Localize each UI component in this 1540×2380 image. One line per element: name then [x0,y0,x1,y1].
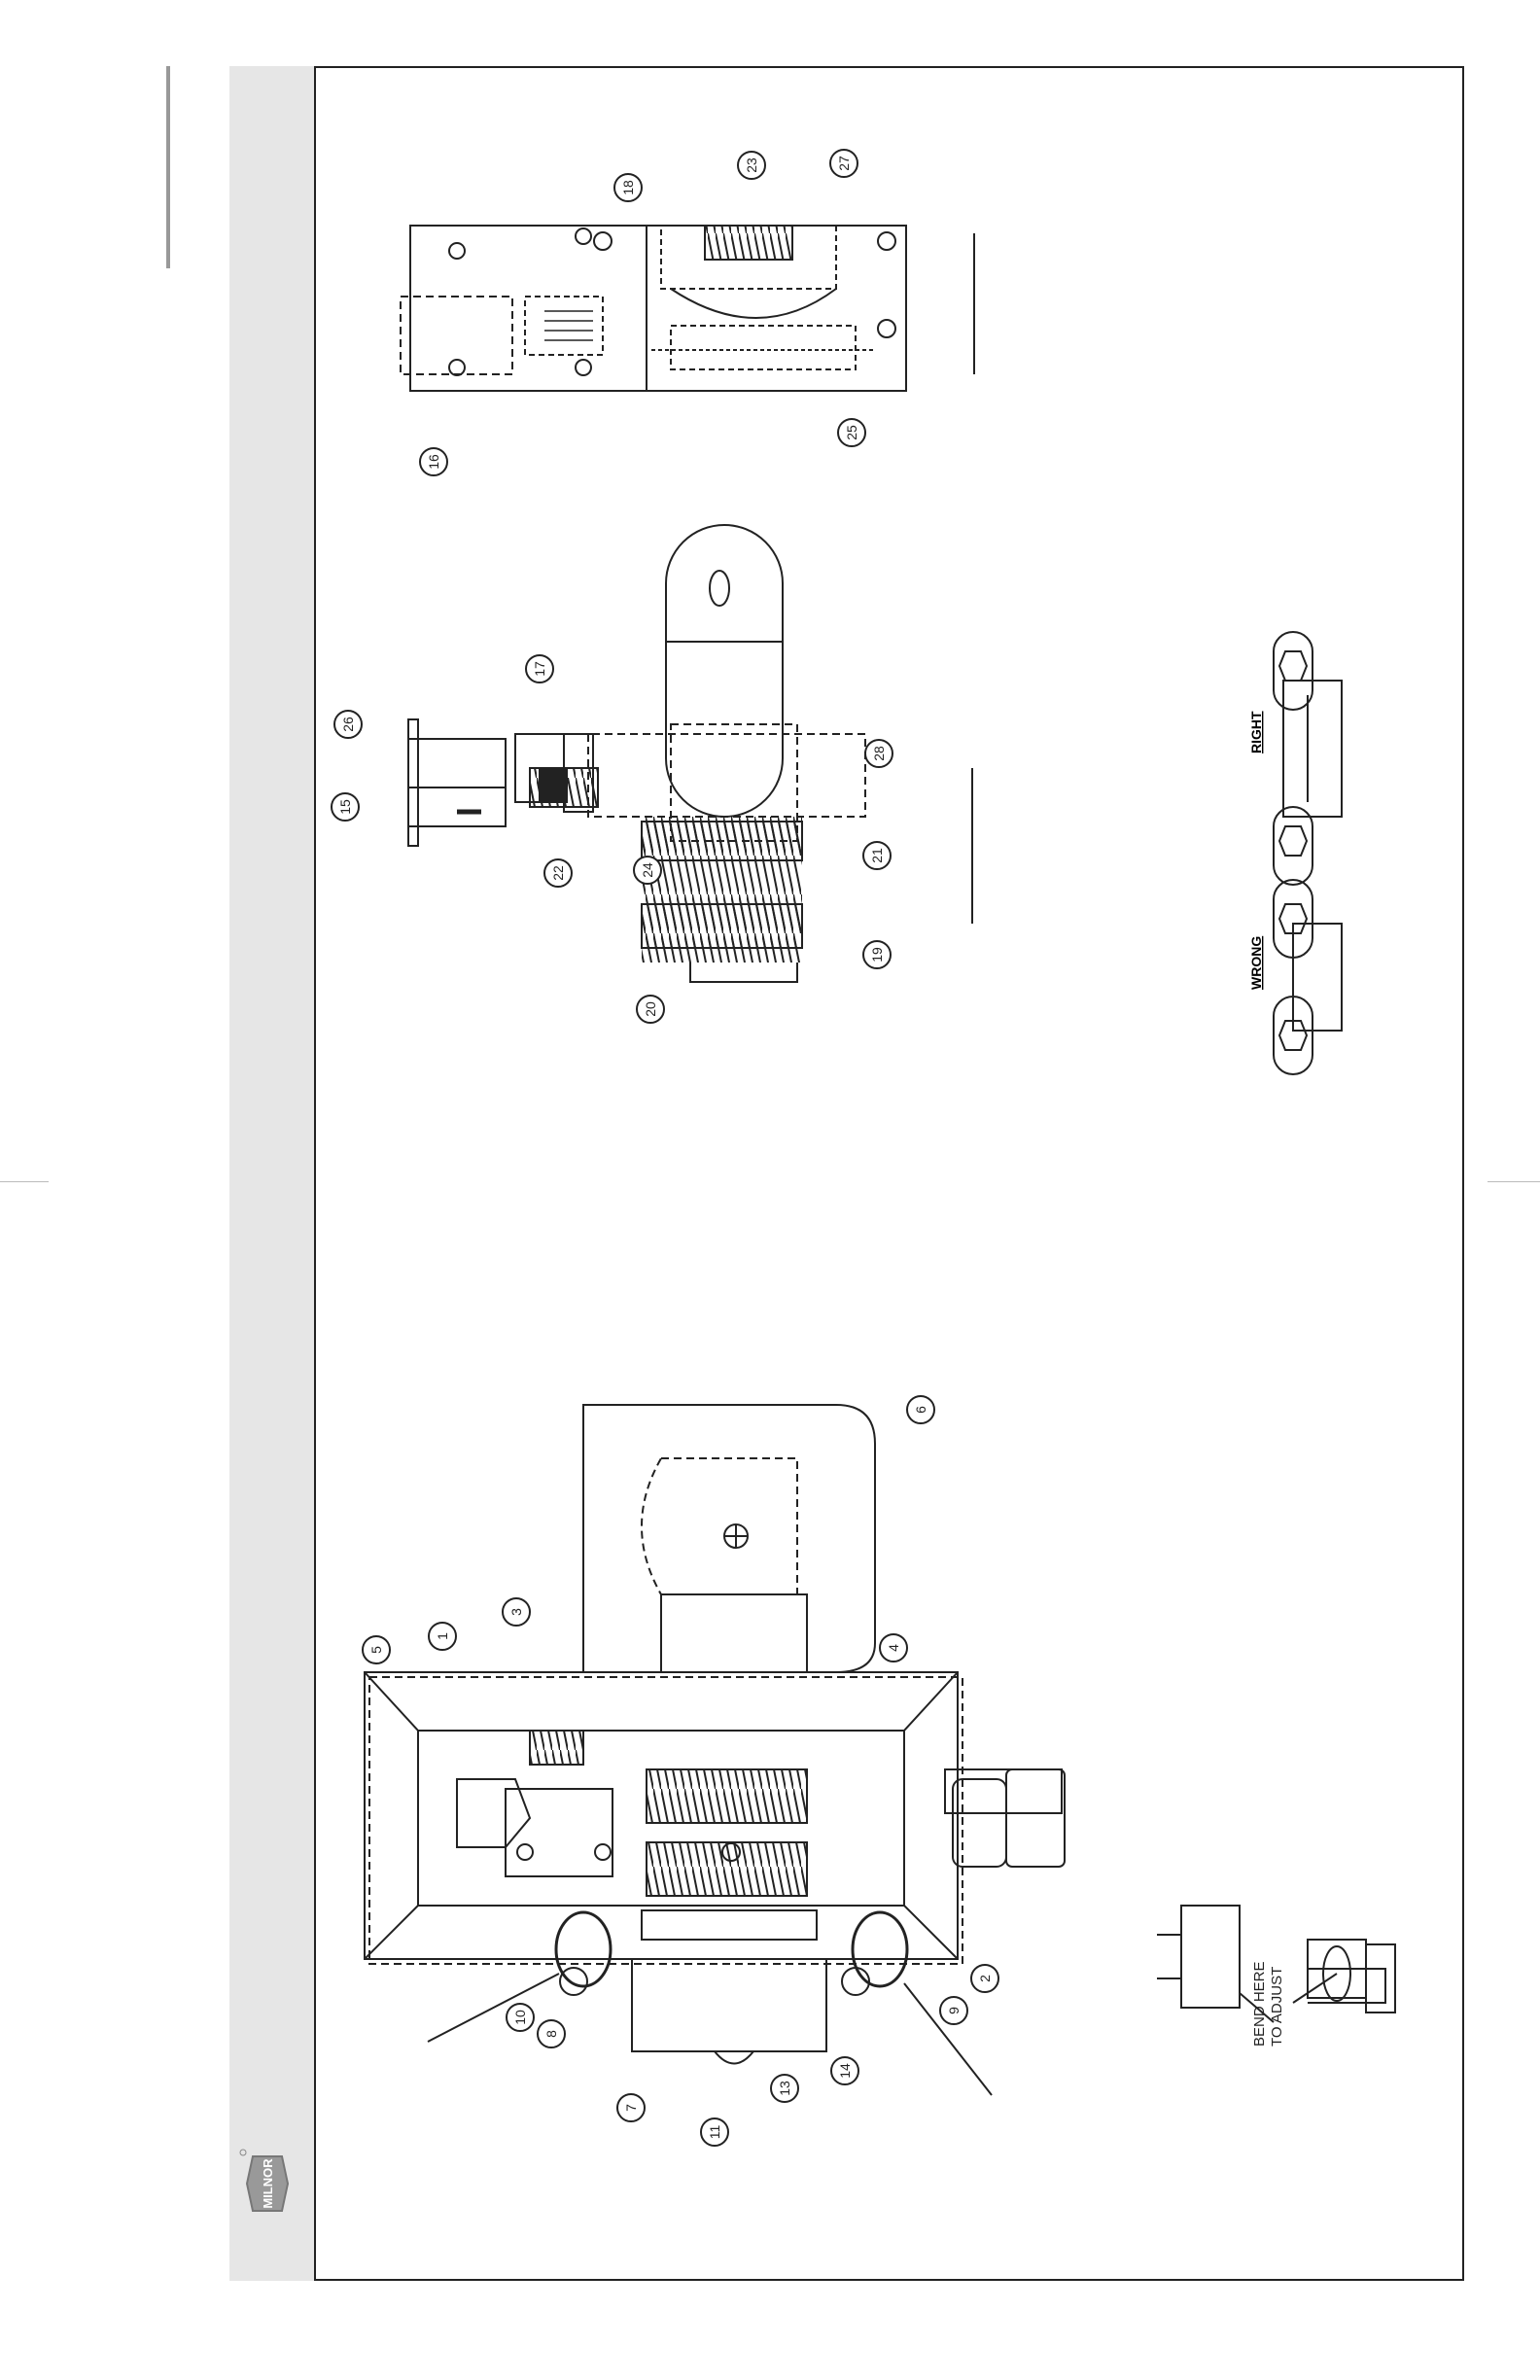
callout-18: 18 [614,174,642,201]
callout-number: 16 [426,454,441,470]
top-plate [410,226,906,391]
callout-3: 3 [503,1598,530,1626]
callout-number: 27 [836,156,852,171]
callout-number: 15 [337,799,353,815]
callout-20: 20 [637,996,664,1023]
callout-number: 11 [707,2125,722,2140]
callout-number: 2 [977,1975,993,1982]
callout-1: 1 [429,1623,456,1650]
bend-line-2: TO ADJUST [1269,1967,1285,2047]
callout-number: 4 [886,1644,901,1652]
callout-number: 18 [620,180,636,195]
callout-23: 23 [738,152,765,179]
callout-number: 20 [643,1001,658,1017]
callout-number: 9 [946,2007,962,2014]
callout-14: 14 [831,2057,858,2084]
callout-5: 5 [363,1636,390,1663]
callout-10: 10 [507,2004,534,2031]
callout-number: 24 [640,862,655,878]
callout-number: 23 [744,158,759,173]
callout-number: 19 [869,947,885,962]
callout-number: 6 [913,1406,928,1414]
callout-21: 21 [863,842,891,869]
callout-25: 25 [838,419,865,446]
callout-number: 10 [512,2010,528,2025]
wrong-label: WRONG [1248,936,1264,990]
callout-4: 4 [880,1634,907,1662]
callout-number: 26 [340,717,356,732]
callout-number: 14 [837,2063,853,2079]
callout-number: 25 [844,425,859,440]
callout-number: 17 [532,661,547,677]
bend-line-1: BEND HERE [1251,1961,1268,2047]
top-switch-hidden [401,297,512,374]
callout-22: 22 [544,859,572,887]
callout-number: 5 [368,1646,384,1654]
bend-here-note: BEND HERE TO ADJUST [1251,1961,1285,2047]
callout-24: 24 [634,857,661,884]
top-view [401,226,974,391]
callout-number: 1 [435,1632,450,1640]
callout-number: 13 [777,2081,792,2096]
callout-19: 19 [863,941,891,968]
alignment-sketches [1274,632,1342,1074]
callout-27: 27 [830,150,858,177]
callout-17: 17 [526,655,553,682]
base-bracket [632,1959,826,2051]
callout-9: 9 [940,1997,967,2024]
right-label: RIGHT [1248,711,1264,753]
foot-pedal [583,1405,875,1672]
callout-7: 7 [617,2094,645,2121]
callout-number: 3 [508,1608,524,1616]
callout-26: 26 [334,711,362,738]
callout-11: 11 [701,2118,728,2146]
callout-13: 13 [771,2075,798,2102]
callout-28: 28 [865,740,892,767]
main-assembly-view [365,1405,1065,2095]
callout-number: 8 [543,2030,559,2038]
callout-8: 8 [538,2020,565,2048]
callout-15: 15 [332,793,359,821]
callout-number: 21 [869,848,885,863]
callout-number: 28 [871,746,887,761]
callout-6: 6 [907,1396,934,1423]
callout-number: 7 [623,2104,639,2112]
callout-2: 2 [971,1965,998,1992]
callout-16: 16 [420,448,447,475]
callout-number: 22 [550,865,566,881]
